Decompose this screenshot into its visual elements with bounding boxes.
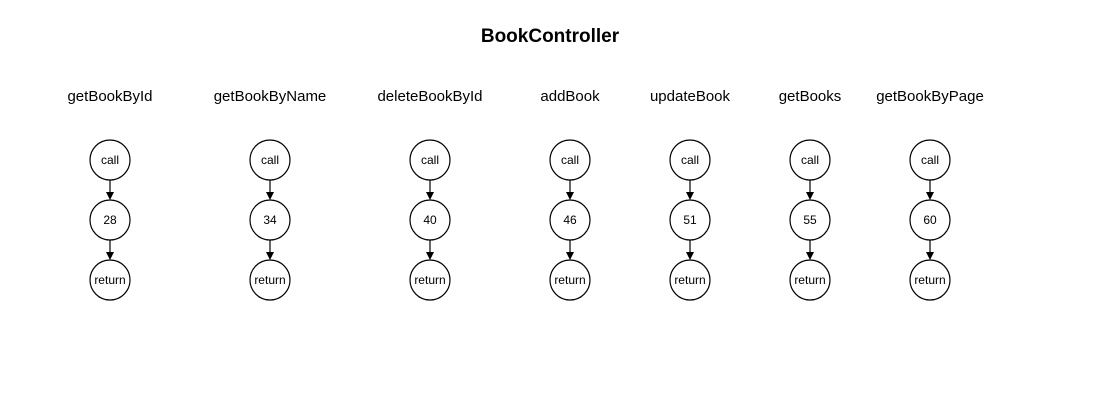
node-circle — [909, 139, 951, 181]
node-label: 60 — [923, 213, 937, 227]
node-label: return — [254, 273, 285, 287]
method-label: updateBook — [650, 88, 731, 105]
call-node: call — [909, 139, 951, 181]
node-label: 28 — [103, 213, 117, 227]
method-label: getBookByPage — [876, 88, 984, 105]
node-label: 34 — [263, 213, 277, 227]
return-node: return — [789, 259, 831, 301]
node-label: call — [261, 153, 279, 167]
method-label: getBookById — [67, 88, 152, 105]
method-flow: getBookByPage call 60 return — [876, 88, 984, 301]
arrowhead-icon — [266, 252, 274, 260]
node-label: call — [801, 153, 819, 167]
method-flow: updateBook call 51 return — [650, 88, 731, 301]
node-label: return — [914, 273, 945, 287]
call-node: call — [669, 139, 711, 181]
method-flows: getBookById call 28 return getBookByName call… — [67, 88, 984, 301]
arrowhead-icon — [426, 252, 434, 260]
node-label: 55 — [803, 213, 817, 227]
method-flow: getBookById call 28 return — [67, 88, 153, 301]
arrowhead-icon — [566, 192, 574, 200]
node-label: 46 — [563, 213, 577, 227]
node-circle — [249, 139, 291, 181]
arrowhead-icon — [926, 192, 934, 200]
method-flow: getBookByName call 34 return — [214, 88, 327, 301]
method-label: addBook — [540, 88, 600, 105]
node-label: return — [554, 273, 585, 287]
arrowhead-icon — [686, 192, 694, 200]
node-circle — [549, 139, 591, 181]
node-label: call — [421, 153, 439, 167]
line-node: 60 — [909, 199, 951, 241]
return-node: return — [409, 259, 451, 301]
line-node: 40 — [409, 199, 451, 241]
node-circle — [549, 259, 591, 301]
node-circle — [789, 199, 831, 241]
node-circle — [549, 199, 591, 241]
node-circle — [89, 259, 131, 301]
node-circle — [669, 139, 711, 181]
line-node: 55 — [789, 199, 831, 241]
node-circle — [89, 139, 131, 181]
line-node: 28 — [89, 199, 131, 241]
call-node: call — [549, 139, 591, 181]
node-circle — [669, 259, 711, 301]
node-circle — [789, 259, 831, 301]
method-label: getBookByName — [214, 88, 327, 105]
return-node: return — [89, 259, 131, 301]
line-node: 34 — [249, 199, 291, 241]
line-node: 46 — [549, 199, 591, 241]
call-node: call — [249, 139, 291, 181]
return-node: return — [669, 259, 711, 301]
node-circle — [669, 199, 711, 241]
method-label: getBooks — [779, 88, 842, 105]
method-label: deleteBookById — [377, 88, 482, 105]
node-label: 51 — [683, 213, 697, 227]
diagram-title: BookController — [481, 26, 620, 47]
arrowhead-icon — [806, 192, 814, 200]
node-label: call — [681, 153, 699, 167]
method-flow: getBooks call 55 return — [779, 88, 842, 301]
node-label: return — [674, 273, 705, 287]
line-node: 51 — [669, 199, 711, 241]
node-circle — [249, 259, 291, 301]
node-label: return — [414, 273, 445, 287]
arrowhead-icon — [686, 252, 694, 260]
arrowhead-icon — [566, 252, 574, 260]
node-circle — [789, 139, 831, 181]
call-node: call — [89, 139, 131, 181]
arrowhead-icon — [426, 192, 434, 200]
node-circle — [89, 199, 131, 241]
arrowhead-icon — [926, 252, 934, 260]
node-label: return — [94, 273, 125, 287]
arrowhead-icon — [106, 252, 114, 260]
node-label: call — [561, 153, 579, 167]
method-flow: addBook call 46 return — [540, 88, 600, 301]
node-circle — [249, 199, 291, 241]
node-label: call — [101, 153, 119, 167]
arrowhead-icon — [106, 192, 114, 200]
node-circle — [409, 139, 451, 181]
call-node: call — [789, 139, 831, 181]
node-circle — [409, 199, 451, 241]
node-label: call — [921, 153, 939, 167]
method-flow: deleteBookById call 40 return — [377, 88, 483, 301]
node-circle — [909, 199, 951, 241]
node-label: return — [794, 273, 825, 287]
node-circle — [409, 259, 451, 301]
arrowhead-icon — [266, 192, 274, 200]
node-label: 40 — [423, 213, 437, 227]
return-node: return — [909, 259, 951, 301]
call-node: call — [409, 139, 451, 181]
node-circle — [909, 259, 951, 301]
return-node: return — [549, 259, 591, 301]
arrowhead-icon — [806, 252, 814, 260]
return-node: return — [249, 259, 291, 301]
